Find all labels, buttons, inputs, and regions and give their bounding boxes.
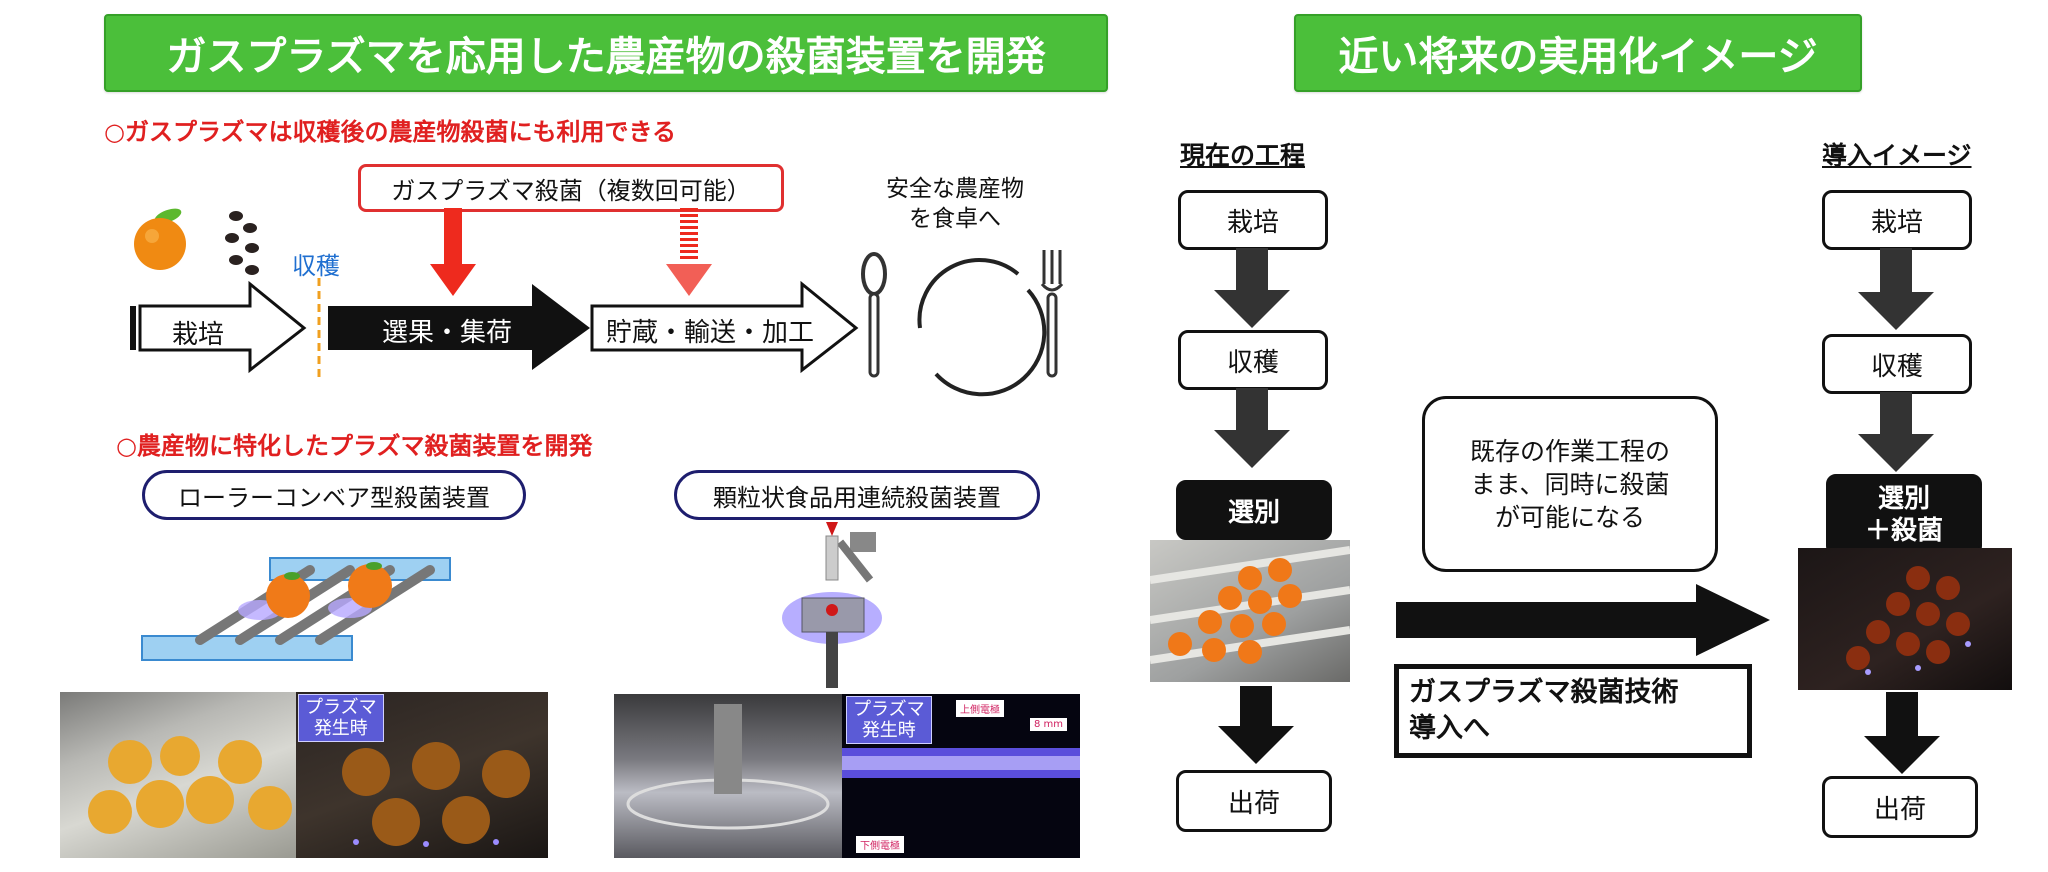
future-step-shipping: 出荷 <box>1822 776 1978 838</box>
future-step-cultivation: 栽培 <box>1822 190 1972 250</box>
callout-line3: が可能になる <box>1494 502 1645 532</box>
red-striped-arrow-icon <box>666 208 712 296</box>
harvest-dashed-line <box>317 278 321 378</box>
dinner-plate-icon <box>861 250 1064 397</box>
gap-label: 8 mm <box>1030 718 1068 731</box>
oranges-conveyor-photo <box>60 692 296 858</box>
granular-device-photo <box>614 694 842 858</box>
upper-electrode-label: 上側電極 <box>956 700 1004 717</box>
plasma-tag-right: プラズマ 発生時 <box>846 696 932 744</box>
selection-collection-arrow <box>328 284 590 370</box>
future-step-sterilization-label: ＋殺菌 <box>1864 516 1943 546</box>
future-process-title: 導入イメージ <box>1822 141 1972 170</box>
safe-produce-text: 安全な農産物 を食卓へ <box>870 174 1040 234</box>
oranges-dark-cluster <box>342 742 530 847</box>
gas-plasma-sterilization-box: ガスプラズマ殺菌（複数回可能） <box>358 164 784 212</box>
plasma-tag-left-line2: 発生時 <box>313 718 368 739</box>
lower-electrode-label: 下側電極 <box>856 836 904 853</box>
selection-collection-label: 選果・集荷 <box>382 318 513 348</box>
callout-line2: まま、同時に殺菌 <box>1470 469 1670 499</box>
safe-produce-line2: を食卓へ <box>909 206 1001 232</box>
current-process-title: 現在の工程 <box>1180 141 1306 170</box>
left-title-text: ガスプラズマを応用した農産物の殺菌装置を開発 <box>166 34 1046 80</box>
callout-line1: 既存の作業工程の <box>1469 436 1670 466</box>
current-step-shipping: 出荷 <box>1176 770 1332 832</box>
plasma-tag-left-line1: プラズマ <box>305 697 377 718</box>
cultivation-label: 栽培 <box>172 320 225 350</box>
current-step-harvest: 収穫 <box>1178 330 1328 390</box>
future-step-shipping-label: 出荷 <box>1873 794 1926 825</box>
harvest-label: 収穫 <box>292 252 340 280</box>
plasma-glow <box>842 748 1080 778</box>
storage-transport-label: 貯蔵・輸送・加工 <box>606 318 815 348</box>
roller-conveyor-illustration <box>141 557 451 661</box>
cultivation-arrow <box>130 280 307 374</box>
down-arrow-icon <box>1858 392 1934 472</box>
current-step-harvest-label: 収穫 <box>1226 347 1279 378</box>
plasma-tag-right-line1: プラズマ <box>853 699 925 720</box>
oranges-cluster <box>88 736 292 834</box>
granular-food-device-text: 顆粒状食品用連続殺菌装置 <box>713 483 1001 512</box>
tech-introduction-box: ガスプラズマ殺菌技術 導入へ <box>1394 664 1752 758</box>
down-arrow-icon <box>1864 692 1940 774</box>
current-step-cultivation-label: 栽培 <box>1226 207 1279 238</box>
right-title-banner: 近い将来の実用化イメージ <box>1294 14 1862 92</box>
current-step-cultivation: 栽培 <box>1178 190 1328 250</box>
down-arrow-icon <box>1218 686 1294 764</box>
right-title-text: 近い将来の実用化イメージ <box>1338 34 1818 80</box>
granular-food-device-label: 顆粒状食品用連続殺菌装置 <box>674 470 1040 520</box>
plasma-tag-left: プラズマ 発生時 <box>298 694 384 742</box>
future-step-sorting-sterilization: 選別 ＋殺菌 <box>1826 474 1982 556</box>
down-arrow-icon <box>1214 248 1290 328</box>
future-step-harvest-label: 収穫 <box>1870 351 1923 382</box>
mandarin-orange-icon <box>134 208 186 270</box>
sorting-oranges <box>1150 546 1350 664</box>
left-title-banner: ガスプラズマを応用した農産物の殺菌装置を開発 <box>104 14 1108 92</box>
callout-box: 既存の作業工程の まま、同時に殺菌 が可能になる <box>1422 396 1718 572</box>
granular-device-illustration <box>782 522 882 688</box>
future-step-cultivation-label: 栽培 <box>1870 207 1923 238</box>
current-step-shipping-label: 出荷 <box>1227 788 1280 819</box>
plasma-oranges <box>1846 566 1971 675</box>
plasma-tag-right-line2: 発生時 <box>861 720 916 741</box>
roller-conveyor-device-label: ローラーコンベア型殺菌装置 <box>142 470 526 520</box>
down-arrow-icon <box>1858 248 1934 330</box>
seeds-icon <box>225 211 259 275</box>
future-step-sorting-label: 選別 <box>1877 484 1930 514</box>
current-step-sorting: 選別 <box>1176 480 1332 540</box>
roller-conveyor-device-text: ローラーコンベア型殺菌装置 <box>178 483 490 512</box>
big-right-arrow-icon <box>1396 584 1770 656</box>
future-step-harvest: 収穫 <box>1822 334 1972 394</box>
sorting-oranges-photo <box>1150 540 1350 682</box>
red-solid-arrow-icon <box>430 208 476 296</box>
heading-specialized-device: ○農産物に特化したプラズマ殺菌装置を開発 <box>116 432 593 460</box>
gas-plasma-sterilization-label: ガスプラズマ殺菌（複数回可能） <box>391 176 751 205</box>
down-arrow-icon <box>1214 388 1290 468</box>
storage-transport-arrow <box>590 280 859 374</box>
plasma-sorting-photo <box>1798 548 2012 690</box>
current-step-sorting-label: 選別 <box>1227 497 1280 528</box>
heading-post-harvest: ○ガスプラズマは収穫後の農産物殺菌にも利用できる <box>104 118 676 146</box>
tech-line2: 導入へ <box>1409 713 1490 744</box>
safe-produce-line1: 安全な農産物 <box>886 176 1024 202</box>
tech-line1: ガスプラズマ殺菌技術 <box>1409 677 1679 708</box>
device-chamber <box>626 704 830 830</box>
